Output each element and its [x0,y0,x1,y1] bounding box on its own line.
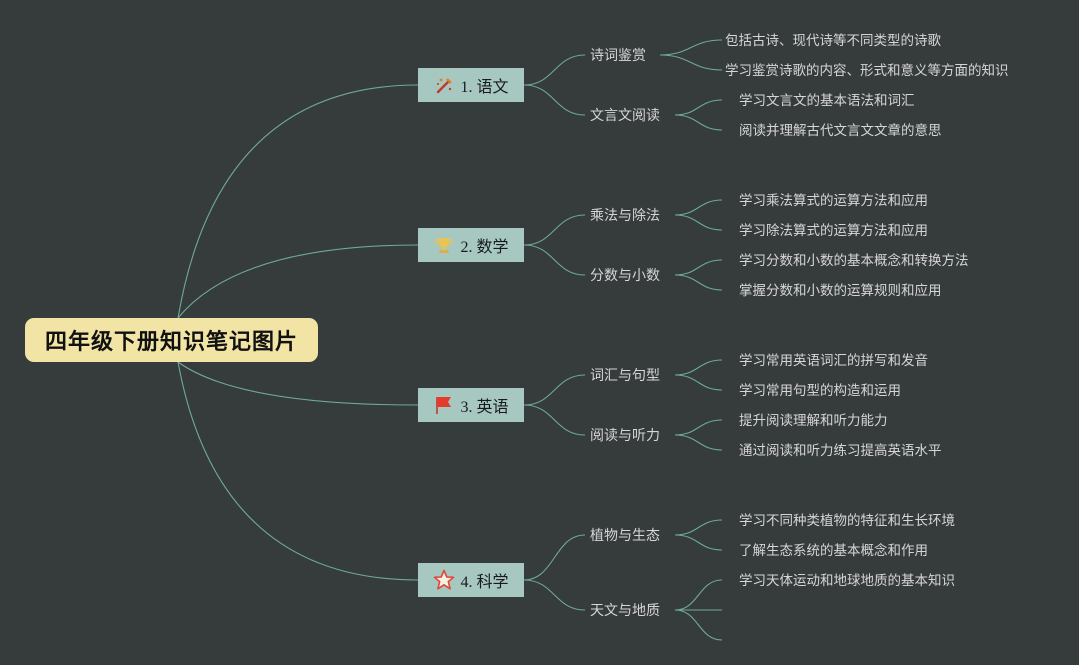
connector-line [674,359,723,376]
connector-line [674,434,723,451]
root-topic[interactable]: 四年级下册知识笔记图片 [25,318,318,362]
subtopic-astronomy-geology[interactable]: 天文与地质 [590,603,660,619]
connector-line [674,534,723,551]
leaf-item[interactable]: 掌握分数和小数的运算规则和应用 [739,283,942,299]
leaf-item[interactable]: 阅读并理解古代文言文文章的意思 [739,123,942,139]
connector-line [659,39,723,56]
connector-line [177,244,419,319]
branch-label: 3. 英语 [460,399,509,416]
subtopic-fractions-decimals[interactable]: 分数与小数 [590,268,660,284]
leaf-item[interactable]: 学习天体运动和地球地质的基本知识 [739,573,955,589]
connector-line [674,579,723,611]
leaf-item[interactable]: 学习鉴赏诗歌的内容、形式和意义等方面的知识 [725,63,1009,79]
leaf-item[interactable]: 了解生态系统的基本概念和作用 [739,543,928,559]
connector-line [674,199,723,216]
connector-line [674,214,723,231]
connector-line [523,54,586,86]
connector-line [177,361,419,406]
connector-line [674,374,723,391]
magic-wand-icon [433,74,455,96]
connector-line [523,84,586,116]
subtopic-multiply-divide[interactable]: 乘法与除法 [590,208,660,224]
connector-line [674,419,723,436]
connector-line [674,519,723,536]
connector-line [674,259,723,276]
connector-line [523,404,586,436]
branch-chinese[interactable]: 1. 语文 [418,68,524,102]
subtopic-poetry[interactable]: 诗词鉴赏 [590,48,646,64]
subtopic-plants-ecology[interactable]: 植物与生态 [590,528,660,544]
leaf-item[interactable]: 学习不同种类植物的特征和生长环境 [739,513,955,529]
branch-label: 2. 数学 [460,239,509,256]
connector-line [177,84,419,319]
subtopic-reading-listening[interactable]: 阅读与听力 [590,428,660,444]
leaf-item[interactable]: 学习分数和小数的基本概念和转换方法 [739,253,969,269]
branch-label: 4. 科学 [460,574,509,591]
leaf-item[interactable]: 学习乘法算式的运算方法和应用 [739,193,928,209]
connector-line [523,534,586,581]
connector-line [674,274,723,291]
leaf-item[interactable]: 学习常用句型的构造和运用 [739,383,901,399]
red-flag-icon [433,394,455,416]
leaf-item[interactable]: 包括古诗、现代诗等不同类型的诗歌 [725,33,941,49]
connector-line [523,244,586,276]
connector-line [674,114,723,131]
connector-line [659,54,723,71]
leaf-item[interactable]: 学习常用英语词汇的拼写和发音 [739,353,928,369]
leaf-item[interactable]: 学习除法算式的运算方法和应用 [739,223,928,239]
branch-science[interactable]: 4. 科学 [418,563,524,597]
subtopic-vocabulary[interactable]: 词汇与句型 [590,368,660,384]
connector-line [674,609,723,641]
connector-line [523,579,586,611]
connector-line [523,374,586,406]
trophy-icon [433,234,455,256]
connector-line [674,99,723,116]
subtopic-classical-reading[interactable]: 文言文阅读 [590,108,660,124]
connector-line [177,361,419,581]
branch-label: 1. 语文 [460,79,509,96]
leaf-item[interactable]: 提升阅读理解和听力能力 [739,413,888,429]
root-title: 四年级下册知识笔记图片 [44,330,298,355]
connector-line [523,214,586,246]
branch-english[interactable]: 3. 英语 [418,388,524,422]
branch-math[interactable]: 2. 数学 [418,228,524,262]
leaf-item[interactable]: 学习文言文的基本语法和词汇 [739,93,915,109]
leaf-item[interactable]: 通过阅读和听力练习提高英语水平 [739,443,942,459]
star-icon [433,569,455,591]
